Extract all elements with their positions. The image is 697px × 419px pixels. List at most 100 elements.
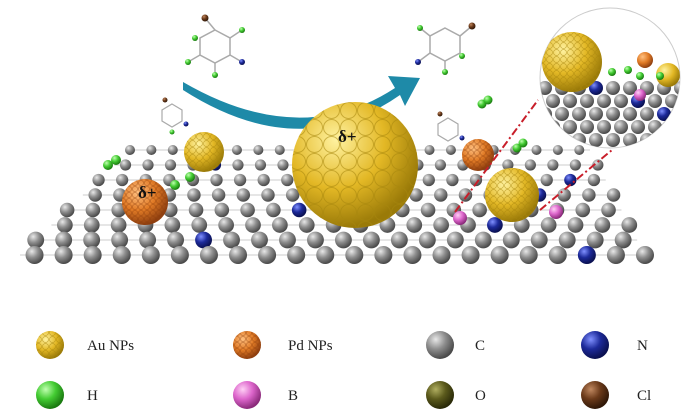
carbon-atom [266,202,281,218]
carbon-atom [557,188,571,202]
carbon-atom [307,231,324,249]
inset-atom [614,94,628,108]
carbon-atom [274,145,285,155]
carbon-atom [606,188,621,202]
boron-atom [453,211,467,225]
inset-atom [597,120,611,134]
carbon-atom [236,188,251,202]
carbon-atom [552,145,563,155]
carbon-atom [601,202,616,218]
carbon-atom [85,202,101,218]
carbon-atom [606,246,625,264]
inset-atom [563,120,577,134]
carbon-atom [424,145,435,155]
carbon-atom [83,217,100,233]
carbon-atom [285,188,300,202]
legend-label: B [288,388,298,404]
inset-atom [640,133,654,147]
carbon-atom [298,217,315,233]
zoom-indicator-lines [454,99,613,213]
o-icon [426,381,454,409]
inset-atom [589,81,603,95]
inset-atom [623,81,637,95]
carbon-atom [214,202,230,218]
carbon-atom [586,231,604,249]
carbon-atom [621,217,638,233]
inset-atom [631,120,645,134]
carbon-atom [469,173,483,187]
product-molecule [415,22,476,75]
carbon-atom [594,217,611,233]
legend-label: C [475,338,485,354]
legend-item-au-nps: Au NPs [36,331,134,359]
carbon-atom [277,159,289,171]
carbon-atom [279,231,296,249]
carbon-atom [142,159,154,171]
legend-item-b: B [233,381,298,409]
legend-label: H [87,388,98,404]
inset-atom [546,120,560,134]
inset-atom [623,107,637,121]
hydrogen-molecules [103,95,528,190]
inset-h-atom [608,68,616,76]
nitrogen-atom [577,246,596,264]
carbon-atom [83,246,102,264]
inset-atom [665,120,679,134]
legend-item-h: H [36,381,98,409]
carbon-atom [587,173,601,187]
adsorbed-molecule-right [437,111,465,142]
inset-atom [665,94,679,108]
carbon-atom [141,246,160,264]
carbon-atom [446,173,459,187]
au-nps-texture [36,331,64,359]
carbon-atom [540,173,553,187]
carbon-atom [575,202,591,218]
carbon-atom [111,231,129,249]
carbon-atom [548,246,567,264]
adsorbed-molecule-left [161,97,189,135]
carbon-atom [54,246,73,264]
carbon-atom [257,173,270,187]
carbon-atom [261,188,275,202]
carbon-atom [110,217,127,233]
carbon-atom [418,231,436,249]
carbon-atom [116,173,129,187]
carbon-atom [210,173,223,187]
b-icon [233,381,261,409]
inset-atom [606,107,620,121]
carbon-atom [170,246,189,264]
carbon-atom [281,173,294,187]
inset-atom [606,81,620,95]
carbon-atom [524,159,536,171]
carbon-atom [253,145,264,155]
carbon-atom [167,231,185,249]
carbon-atom [433,217,450,233]
nitrogen-atom [487,217,503,233]
carbon-atom [445,145,456,155]
carbon-atom [92,173,105,187]
carbon-atom [59,202,75,218]
inset-h-atom [624,66,632,74]
nitrogen-atom [564,173,577,187]
inset-atom [674,107,680,121]
charge-label-au: δ+ [338,127,357,146]
carbon-atom [199,246,218,264]
inset-atom [614,120,628,134]
carbon-atom [164,217,181,233]
inset-h-atom [656,72,664,80]
carbon-atom [240,202,255,218]
carbon-atom [231,145,242,155]
carbon-atom [258,246,277,264]
inset-atom [640,107,654,121]
carbon-atom [574,145,585,155]
inset-atom [572,107,586,121]
carbon-atom [461,246,480,264]
carbon-atom [245,217,261,233]
reactant-molecule [185,14,245,78]
carbon-atom [390,231,408,249]
carbon-atom [530,231,548,249]
carbon-atom [187,188,201,202]
carbon-atom [519,246,538,264]
inset-atom [682,94,696,108]
